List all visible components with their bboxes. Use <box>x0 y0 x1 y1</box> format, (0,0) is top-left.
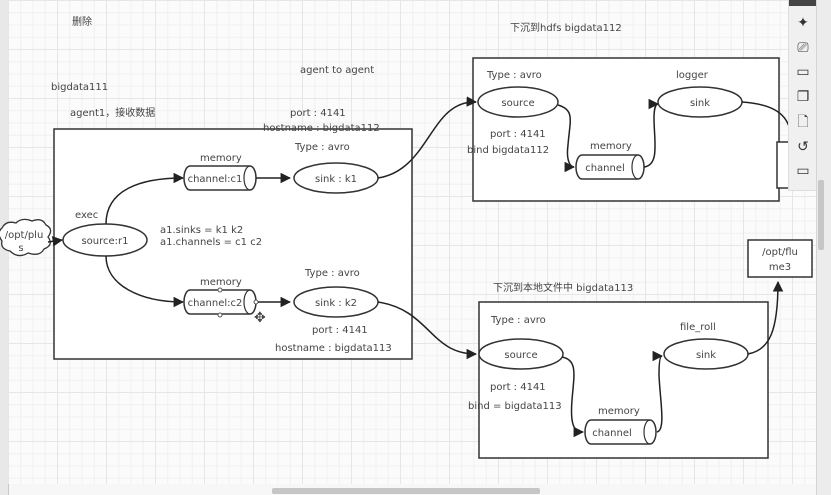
page-icon[interactable]: 🗋 <box>797 114 809 130</box>
agent1-hostname: hostname : bigdata112 <box>263 123 380 134</box>
sink-k1-label: sink : k1 <box>315 174 357 185</box>
toolbar-header <box>789 0 817 6</box>
navigate-icon[interactable]: ✦ <box>797 15 809 31</box>
agent-to-agent-label: agent to agent <box>300 65 374 76</box>
pages-icon[interactable]: ❐ <box>796 89 810 105</box>
sink2-hostname: hostname : bigdata113 <box>275 343 392 354</box>
vertical-scroll-thumb[interactable] <box>818 180 824 250</box>
agent3-sink-label: sink <box>696 350 716 361</box>
agent3-bind: bind = bigdata113 <box>468 401 562 412</box>
move-cursor-icon: ✥ <box>254 310 266 326</box>
edge-agent3-sink-output <box>747 280 784 355</box>
agent2-source[interactable] <box>477 86 559 118</box>
connection-point[interactable] <box>217 312 223 318</box>
config-channels: a1.channels = c1 c2 <box>160 237 262 248</box>
format-icon[interactable]: ⎚ <box>797 40 809 56</box>
channel-c1-label: channel:c1 <box>188 174 243 185</box>
agent3-source[interactable] <box>478 338 564 370</box>
svg-text:s: s <box>18 243 23 254</box>
sink-k2-label: sink : k2 <box>315 298 357 309</box>
edge-r1-c1 <box>105 172 185 225</box>
outline-icon[interactable]: ▭ <box>796 64 810 80</box>
agent2-channel-type: memory <box>590 141 632 152</box>
input-cloud[interactable] <box>0 218 52 257</box>
source-type: exec <box>75 210 98 221</box>
output-label-2: me3 <box>769 262 791 273</box>
input-cloud-label: /opt/plu <box>5 230 44 241</box>
horizontal-scroll-thumb[interactable] <box>272 488 540 494</box>
edge-k1-agent2 <box>377 96 478 179</box>
hdfs-title: 下沉到hdfs bigdata112 <box>510 21 622 34</box>
note-top: 删除 <box>72 15 92 28</box>
agent2-sink-label: sink <box>690 98 710 109</box>
agent2-port: port : 4141 <box>490 129 546 140</box>
channel-c2-label: channel:c2 <box>188 298 243 309</box>
agent3-channel-label: channel <box>592 428 632 439</box>
agent2-sink-type: logger <box>676 70 709 81</box>
agent2-bind: bind bigdata112 <box>467 145 549 156</box>
edge-agent3-channel-sink <box>652 350 664 433</box>
edge-r1-c2 <box>105 255 185 308</box>
agent3-source-type: Type : avro <box>490 315 546 326</box>
edge-cloud-source <box>47 236 64 247</box>
agent3-channel-type: memory <box>598 406 640 417</box>
edge-agent3-source-channel <box>561 356 585 438</box>
agent2-source-label: source <box>501 98 534 109</box>
agent1-port: port : 4141 <box>290 108 346 119</box>
host-left-label: bigdata111 <box>51 82 108 93</box>
sink2-type: Type : avro <box>304 268 360 279</box>
edge-agent2-channel-sink <box>643 98 660 168</box>
agent2-channel-label: channel <box>585 163 625 174</box>
agent1-desc: agent1，接收数据 <box>70 106 155 119</box>
agent3-source-label: source <box>504 350 537 361</box>
comment-icon[interactable]: ▭ <box>796 163 810 179</box>
output-label-1: /opt/flu <box>762 247 798 258</box>
agent3-port: port : 4141 <box>490 382 546 393</box>
connection-point[interactable] <box>253 299 259 305</box>
sink1-type: Type : avro <box>294 142 350 153</box>
agent2-source-type: Type : avro <box>486 70 542 81</box>
channel1-type: memory <box>200 153 242 164</box>
source-r1-label: source:r1 <box>81 236 128 247</box>
right-toolbar: ✦ ⎚ ▭ ❐ 🗋 ↺ ▭ <box>788 0 817 191</box>
edge-agent2-source-channel <box>557 104 576 173</box>
edge-k2-agent3 <box>377 301 478 360</box>
connection-point[interactable] <box>217 287 223 293</box>
sink2-port: port : 4141 <box>312 325 368 336</box>
agent3-sink-type: file_roll <box>680 322 716 333</box>
local-title: 下沉到本地文件中 bigdata113 <box>493 281 633 294</box>
channel2-type: memory <box>200 277 242 288</box>
output-box[interactable] <box>747 239 813 278</box>
config-sinks: a1.sinks = k1 k2 <box>160 225 243 236</box>
history-icon[interactable]: ↺ <box>797 139 809 155</box>
